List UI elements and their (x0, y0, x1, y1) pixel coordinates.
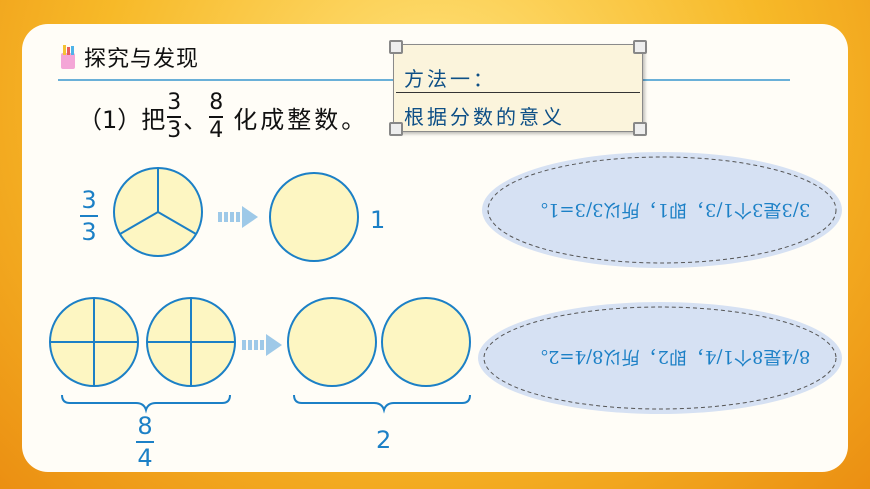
explanation-ellipse (478, 302, 842, 414)
circle-quarters (146, 297, 236, 387)
arrow-icon (242, 334, 282, 356)
fraction-denominator: 3 (167, 118, 182, 143)
question-fraction-2: 8 4 (209, 90, 224, 143)
fraction-numerator: 8 (137, 412, 153, 440)
fraction-3-3-label: 3 3 (80, 188, 98, 244)
result-2-label: 2 (376, 426, 392, 454)
note-divider (396, 92, 640, 93)
question-text: （1）把 3 3 、 8 4 化成整数。 (78, 92, 368, 142)
pencil-cup-icon (58, 44, 78, 70)
pin-icon (389, 40, 403, 54)
circle-thirds (113, 167, 203, 257)
pin-icon (633, 40, 647, 54)
fraction-bar (167, 116, 182, 118)
question-fraction-1: 3 3 (167, 90, 182, 143)
circle-quarters (49, 297, 139, 387)
whole-circle (287, 297, 377, 387)
fraction-numerator: 8 (209, 90, 224, 115)
fraction-denominator: 4 (137, 444, 153, 472)
note-line-1: 方法一： (404, 67, 496, 91)
fraction-numerator: 3 (167, 90, 182, 115)
fraction-8-4-label: 8 4 (136, 414, 154, 470)
fraction-bar (209, 116, 224, 118)
note-line-2: 根据分数的意义 (404, 105, 565, 129)
result-1-label: 1 (370, 206, 386, 234)
method-note: 方法一： 根据分数的意义 (389, 40, 647, 136)
section-header: 探究与发现 (58, 37, 199, 77)
whole-circle (269, 172, 359, 262)
question-separator: 、 (183, 105, 208, 134)
question-suffix: 化成整数。 (233, 105, 369, 134)
explanation-text-row2: 8/4是8个1/4，即2，所以8/4=2。 (530, 346, 811, 367)
fraction-bar (80, 215, 98, 217)
explanation-text-row1: 3/3是3个1/3，即1，所以3/3=1。 (530, 199, 811, 220)
arrow-icon (218, 206, 258, 228)
fraction-denominator: 4 (209, 118, 224, 143)
whole-circle (381, 297, 471, 387)
fraction-denominator: 3 (81, 218, 97, 246)
explanation-ellipse (482, 152, 842, 268)
pin-icon (389, 122, 403, 136)
left-brace (61, 394, 231, 414)
right-brace (293, 394, 471, 414)
fraction-numerator: 3 (81, 186, 97, 214)
fraction-bar (136, 441, 154, 443)
pin-icon (633, 122, 647, 136)
section-title: 探究与发现 (84, 47, 200, 72)
question-prefix: （1）把 (78, 105, 166, 134)
